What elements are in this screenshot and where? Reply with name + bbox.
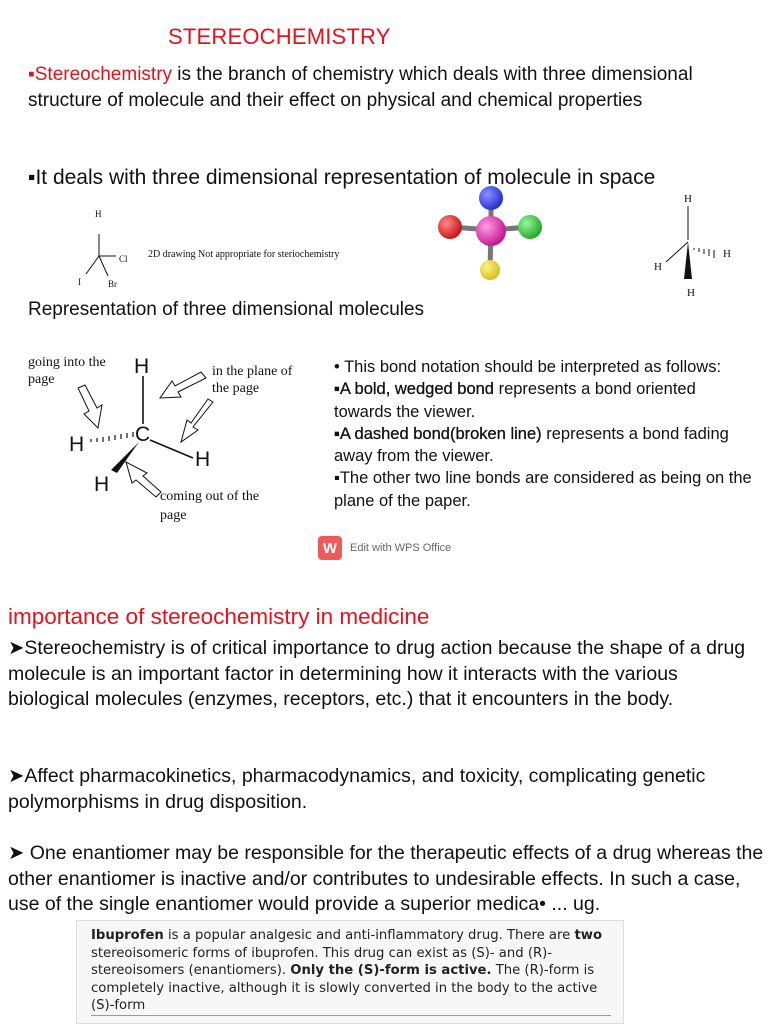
notes-dashed: ▪A dashed bond(broken line) represents a… <box>334 423 754 468</box>
ball-and-stick-model <box>438 186 542 280</box>
atom-right: H <box>195 448 210 471</box>
notes-bold: ▪A bold, wedged bond represents a bond o… <box>334 378 754 423</box>
bond-line <box>98 255 109 277</box>
atom-label: I <box>78 277 81 287</box>
hollow-arrow <box>125 461 162 498</box>
notes-other: ▪The other two line bonds are considered… <box>334 469 752 510</box>
wps-watermark[interactable]: W Edit with WPS Office <box>318 535 451 561</box>
atom-sphere <box>518 215 542 239</box>
atom-sphere <box>480 260 500 280</box>
page-title: STEREOCHEMISTRY <box>168 24 391 49</box>
notes-intro: • This bond notation should be interpret… <box>334 358 722 376</box>
notes-bold-term: ▪A bold, wedged bond <box>334 380 494 399</box>
atom-top: H <box>134 355 149 378</box>
notes-dashed-term: ▪A dashed bond(broken line) <box>334 424 542 443</box>
intro-term: Stereochemistry <box>34 64 173 85</box>
medicine-paragraph-2: ➤Affect pharmacokinetics, pharmacodynami… <box>8 765 706 813</box>
intro-paragraph: ▪Stereochemistry is the branch of chemis… <box>28 62 758 113</box>
notes-dashed-text: represents a bond fading away from the v… <box>334 424 729 466</box>
atom-left: H <box>69 433 84 456</box>
drawing-2d: H Cl I Br 2D drawing Not appropriate for… <box>78 209 339 289</box>
intro-bullet: ▪ <box>28 64 35 85</box>
atom-label: H <box>684 193 692 205</box>
medicine-heading: importance of stereochemistry in medicin… <box>8 604 430 629</box>
label-coming-out: coming out of the page <box>160 489 260 523</box>
medicine-paragraph-1: ➤Stereochemistry is of critical importan… <box>8 637 746 710</box>
label-plane: in the plane of the page <box>212 364 293 396</box>
label-going-into: going into the page <box>28 355 106 387</box>
atom-label: H <box>95 209 102 219</box>
atom-label: H <box>687 287 695 299</box>
drawing-caption: 2D drawing Not appropriate for sterioche… <box>148 249 339 260</box>
atom-label: Cl <box>119 254 128 264</box>
atom-bottom: H <box>94 473 109 496</box>
ibuprofen-text: Ibuprofen is a popular analgesic and ant… <box>91 927 617 1015</box>
intro-text: is the branch of chemistry which deals w… <box>28 64 693 111</box>
bond-notation-notes: • This bond notation should be interpret… <box>334 356 754 512</box>
ibuprofen-t2: stereoisomeric forms of ibuprofen. <box>91 945 319 961</box>
ibuprofen-only: Only the (S)-form is active. <box>290 963 492 979</box>
atom-sphere <box>438 215 462 239</box>
intro-paragraph-2: ▪It deals with three dimensional represe… <box>28 166 656 189</box>
wps-logo-icon: W <box>318 536 342 560</box>
bond-line <box>85 255 100 275</box>
atom-center: C <box>135 423 150 446</box>
ibuprofen-t1: is a popular analgesic and anti-inflamma… <box>163 928 575 943</box>
wedge-dash-small: H H H H <box>654 193 731 299</box>
hollow-arrow <box>159 371 207 399</box>
medicine-paragraph-3: ➤ One enantiomer may be responsible for … <box>8 842 764 915</box>
atom-sphere <box>479 186 503 210</box>
inset-divider <box>91 1015 611 1023</box>
wedge-dash-diagram: H C H H H <box>69 355 214 498</box>
atom-label: H <box>654 261 662 273</box>
atom-label: Br <box>108 279 117 289</box>
ibuprofen-two: two <box>574 928 603 943</box>
hollow-arrow <box>180 398 214 444</box>
hollow-arrow <box>77 384 103 430</box>
notes-bold-text: represents a bond oriented towards the v… <box>334 380 696 421</box>
ibuprofen-t3: This drug can exist as (S)- and (R)-ster… <box>91 945 553 979</box>
ibuprofen-name: Ibuprofen <box>91 928 164 943</box>
section-heading: Representation of three dimensional mole… <box>28 299 425 320</box>
atom-label: H <box>723 248 731 260</box>
ibuprofen-inset: Ibuprofen is a popular analgesic and ant… <box>76 920 624 1024</box>
atom-sphere <box>476 216 506 246</box>
ibuprofen-t4: The (R)-form is completely inactive, alt… <box>91 963 598 1014</box>
wps-text: Edit with WPS Office <box>350 542 452 554</box>
